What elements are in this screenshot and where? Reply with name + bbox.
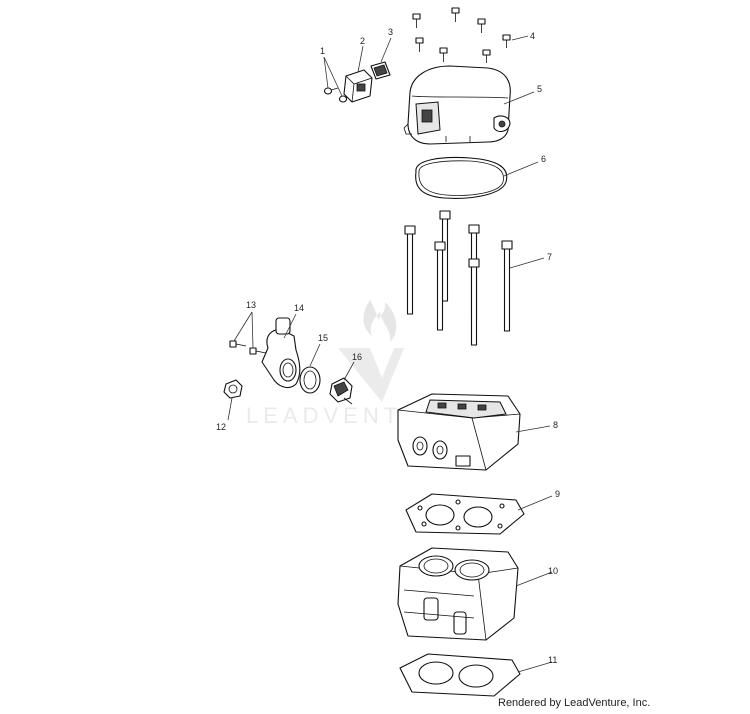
mounting-screws: [323, 87, 353, 103]
cylinder-head: [397, 393, 521, 471]
callout-1: 1: [320, 46, 325, 56]
callout-numbers: 1 2 3 4 5 6 7 8 9 10 11 12 13 14 15 16: [216, 27, 560, 665]
cover-bolts: [412, 7, 511, 63]
callout-6: 6: [541, 154, 546, 164]
valve-block: [343, 69, 373, 103]
footer-credit: Rendered by LeadVenture, Inc.: [498, 697, 651, 709]
callout-13: 13: [246, 300, 256, 310]
callout-14: 14: [294, 303, 304, 313]
callout-16: 16: [352, 352, 362, 362]
callout-2: 2: [360, 36, 365, 46]
callout-11: 11: [548, 655, 557, 665]
callout-3: 3: [388, 27, 393, 37]
callout-5: 5: [537, 84, 542, 94]
thermostat-housing: [261, 317, 301, 389]
base-gasket: [399, 653, 521, 697]
callout-12: 12: [216, 422, 226, 432]
callout-4: 4: [530, 31, 535, 41]
head-studs: [404, 210, 513, 346]
callout-15: 15: [318, 333, 328, 343]
callout-7: 7: [547, 252, 552, 262]
plug-nut: [223, 379, 243, 399]
watermark-text: LEADVENT: [246, 403, 402, 428]
cover-o-ring: [415, 157, 508, 199]
valve-cover: [403, 65, 511, 145]
cylinder-block: [397, 547, 519, 641]
thermostat-bolts: [229, 340, 267, 355]
cover-plate: [370, 61, 391, 80]
thermostat: [329, 377, 353, 405]
watermark-logo: LEADVENT: [246, 300, 404, 428]
leader-lines: [227, 35, 553, 673]
head-gasket: [405, 493, 525, 535]
callout-8: 8: [553, 420, 558, 430]
thermostat-seal: [299, 366, 321, 394]
callout-9: 9: [555, 489, 560, 499]
callout-10: 10: [548, 566, 558, 576]
